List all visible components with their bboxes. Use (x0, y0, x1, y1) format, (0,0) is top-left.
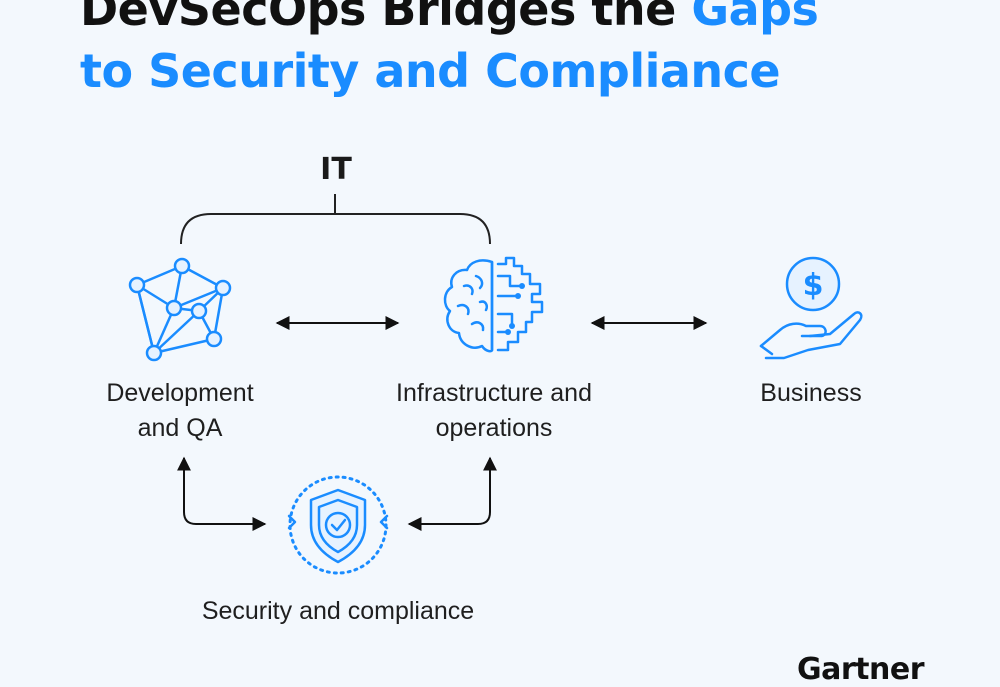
brain-circuit-icon (443, 256, 544, 353)
title-part-dark: DevSecOps Bridges the (80, 0, 692, 36)
page-title: DevSecOps Bridges the Gaps to Security a… (80, 0, 819, 102)
arrow-dev-security (177, 456, 267, 531)
title-line-2: to Security and Compliance (80, 44, 781, 98)
node-label-infra-line2: operations (435, 414, 553, 442)
node-label-dev-line1: Development (106, 379, 254, 407)
node-label-infra-line1: Infrastructure and (396, 379, 592, 407)
node-label-security-line1: Security and compliance (201, 597, 475, 625)
hand-coin-icon: $ (759, 256, 863, 360)
title-line-1: DevSecOps Bridges the Gaps (80, 0, 819, 40)
shield-check-icon (287, 475, 389, 575)
node-label-security: Security and compliance (158, 594, 518, 629)
node-label-business-line1: Business (760, 379, 862, 407)
network-icon (128, 257, 232, 362)
node-label-dev: Development and QA (80, 376, 280, 446)
node-label-infra: Infrastructure and operations (364, 376, 624, 446)
gartner-logo: Gartner (797, 652, 925, 687)
svg-text:$: $ (803, 268, 824, 303)
it-bracket (180, 213, 491, 245)
it-group-label: IT (320, 152, 352, 187)
title-part-accent: Gaps (691, 0, 819, 36)
arrow-infra-security (407, 456, 497, 531)
node-label-dev-line2: and QA (137, 414, 223, 442)
node-label-business: Business (740, 376, 882, 411)
